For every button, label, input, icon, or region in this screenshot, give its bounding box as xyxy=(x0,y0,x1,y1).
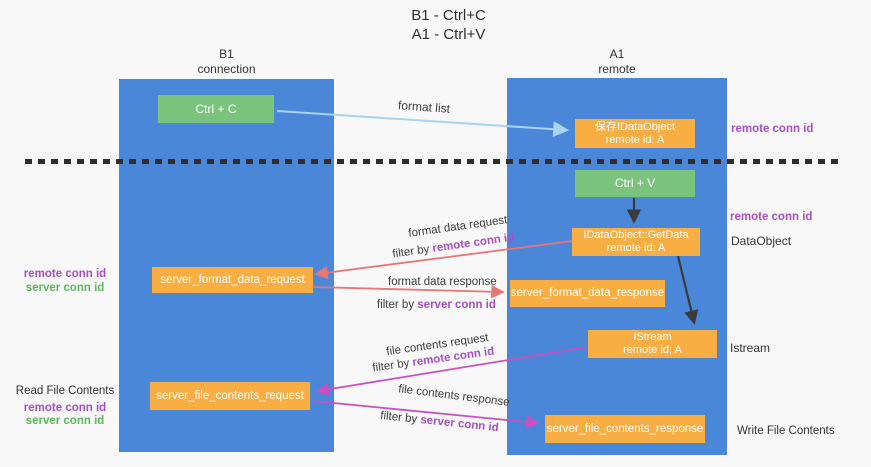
save-idataobject-line1: 保存IDataObject xyxy=(594,120,676,133)
title-line-2: A1 - Ctrl+V xyxy=(411,26,486,43)
istream-box: IStream remote id: A xyxy=(588,330,717,358)
file-contents-response-filter: filter by server conn id xyxy=(380,410,500,434)
lane-b1-title: B1 xyxy=(219,47,234,61)
remote-conn-id-text: remote conn id xyxy=(431,231,515,255)
ctrl-v-box: Ctrl + V xyxy=(575,170,695,197)
save-idataobject-line2: remote id: A xyxy=(605,133,665,146)
server-file-contents-request-box: server_file_contents_request xyxy=(150,382,310,410)
server-conn-id-text: server conn id xyxy=(419,414,500,435)
remote-conn-id-label-ctrlv: remote conn id xyxy=(730,211,813,223)
remote-conn-id-label: remote conn id xyxy=(23,268,107,280)
write-file-contents-label: Write File Contents xyxy=(737,425,835,437)
idataobject-getdata-box: IDataObject::GetData remote id: A xyxy=(572,228,700,256)
server-format-data-request-label: server_format_data_request xyxy=(160,273,305,286)
left-format-conn-ids: remote conn id server conn id xyxy=(15,268,115,295)
lane-a1-title: A1 xyxy=(609,47,625,61)
server-format-data-response-label: server_format_data_response xyxy=(510,287,665,299)
server-format-data-response-box: server_format_data_response xyxy=(510,280,665,307)
format-data-response-filter: filter by server conn id xyxy=(377,299,496,311)
server-file-contents-response-box: server_file_contents_response xyxy=(545,415,705,443)
ctrl-c-label: Ctrl + C xyxy=(195,101,237,116)
remote-conn-id-label: remote conn id xyxy=(23,401,107,414)
lane-header-a1: A1 remote xyxy=(507,47,727,77)
getdata-line1: IDataObject::GetData xyxy=(583,229,689,241)
server-conn-id-label: server conn id xyxy=(25,281,105,294)
remote-conn-id-label-top: remote conn id xyxy=(731,123,814,135)
istream-line2: remote id: A xyxy=(623,344,682,356)
filter-by-text: filter by xyxy=(379,409,418,426)
left-file-conn-ids: Read File Contents remote conn id server… xyxy=(10,385,120,429)
title-line-1: B1 - Ctrl+C xyxy=(411,7,486,24)
server-format-data-request-box: server_format_data_request xyxy=(152,267,313,293)
server-file-contents-request-label: server_file_contents_request xyxy=(156,389,304,402)
filter-by-text: filter by xyxy=(377,299,415,311)
istream-line1: IStream xyxy=(633,331,672,343)
save-idataobject-box: 保存IDataObject remote id: A xyxy=(575,119,695,148)
lane-a1-subtitle: remote xyxy=(598,62,636,76)
server-conn-id-label: server conn id xyxy=(25,415,105,427)
read-file-contents-label: Read File Contents xyxy=(15,385,115,397)
istream-side-label: Istream xyxy=(730,341,771,355)
filter-by-text: filter by xyxy=(371,357,411,375)
server-file-contents-response-label: server_file_contents_response xyxy=(546,422,704,435)
filter-by-text: filter by xyxy=(391,243,431,261)
diagram-title: B1 - Ctrl+C A1 - Ctrl+V xyxy=(26,6,871,44)
file-contents-response-label: file contents response xyxy=(397,383,511,409)
dataobject-label: DataObject xyxy=(731,234,792,248)
format-list-label: format list xyxy=(397,98,451,116)
getdata-line2: remote id: A xyxy=(606,242,666,254)
format-data-response-label: format data response xyxy=(388,276,497,288)
server-conn-id-text: server conn id xyxy=(417,299,496,311)
ctrl-v-label: Ctrl + V xyxy=(614,176,656,190)
lane-header-b1: B1 connection xyxy=(119,47,334,77)
ctrl-c-box: Ctrl + C xyxy=(158,95,274,123)
dashed-divider xyxy=(25,159,841,164)
lane-b1-subtitle: connection xyxy=(197,62,256,76)
